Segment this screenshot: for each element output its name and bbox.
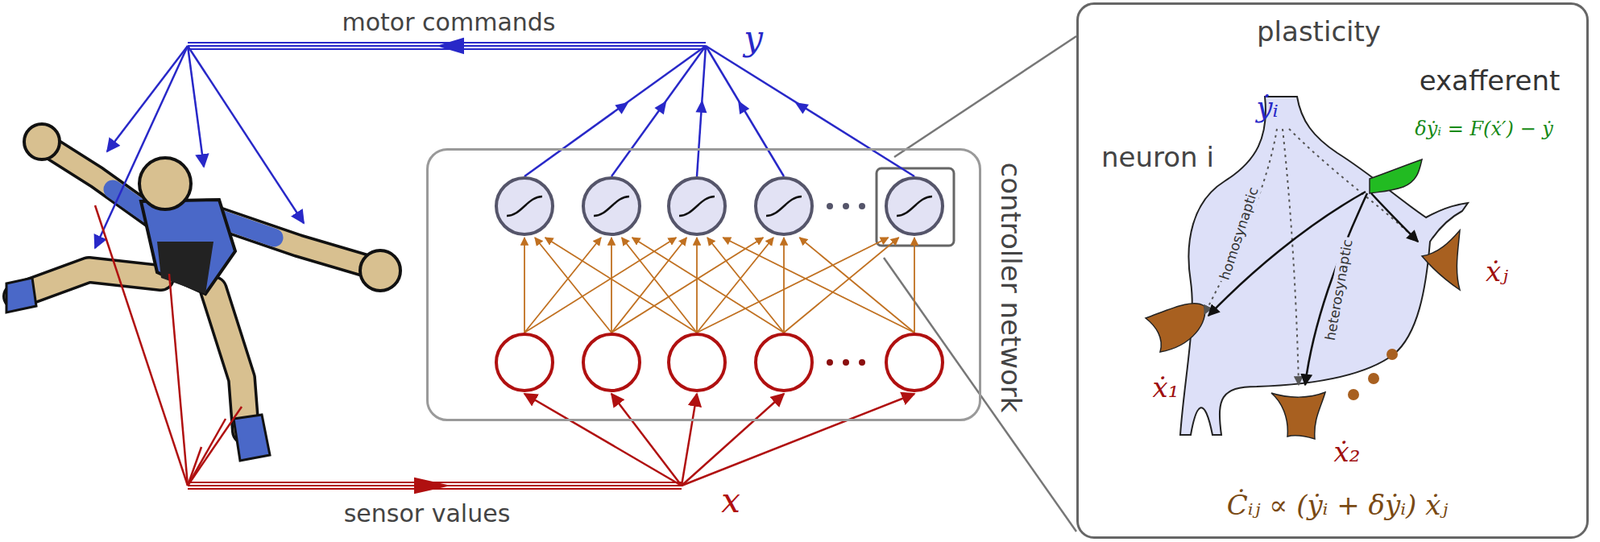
motor-bundle	[187, 38, 706, 54]
input-line	[681, 393, 915, 486]
sigmoid-neuron	[755, 178, 813, 235]
sensor-lines	[95, 205, 242, 486]
synapse-line	[621, 237, 697, 333]
ellipsis-dot	[842, 203, 850, 210]
input-neuron	[755, 334, 813, 391]
input-neuron	[886, 334, 943, 391]
motor-lines	[95, 45, 304, 249]
signal-name: ẋ₁	[1152, 373, 1180, 403]
synapse-line	[696, 237, 698, 333]
synapse-line	[524, 237, 602, 333]
input-line	[524, 393, 682, 486]
output-line	[524, 45, 706, 177]
robot-figure	[6, 124, 401, 461]
arrowhead	[791, 97, 809, 114]
input-neuron	[583, 334, 640, 391]
sigmoid-neuron	[886, 178, 943, 235]
ellipsis-dot	[826, 203, 834, 210]
signal-name: ẋ₂	[1334, 437, 1361, 468]
arrowhead	[695, 99, 708, 113]
synapse-line	[524, 237, 676, 333]
synapse-line	[632, 237, 784, 333]
input-neuron	[496, 334, 553, 391]
equation: Ċᵢⱼ ∝ (ẏᵢ + δẏᵢ) ẋⱼ	[1226, 490, 1449, 521]
synapse-line	[913, 237, 916, 333]
bundle-label: motor commands	[342, 8, 556, 36]
callout-label: neuron i	[1101, 142, 1215, 173]
synapse-line	[707, 237, 784, 333]
sigmoid-neuron	[668, 178, 726, 235]
input-neuron	[668, 334, 726, 391]
sigmoid-curve	[506, 196, 543, 216]
synapse-line	[534, 237, 612, 333]
synapse-line	[799, 237, 915, 333]
synapse-line	[783, 237, 785, 333]
sigmoid-neuron	[496, 178, 553, 235]
synapse-line	[545, 237, 697, 333]
synapse-line	[783, 237, 900, 333]
synapse-line	[610, 237, 613, 333]
zoom-square	[876, 168, 954, 246]
signal-name: ẏᵢ	[1255, 91, 1279, 124]
output-line	[705, 45, 784, 177]
sigmoid-curve	[766, 196, 802, 216]
ellipsis-dot	[858, 359, 866, 366]
input-line	[681, 393, 697, 486]
sigmoid-curve	[593, 196, 630, 216]
node-title: plasticity	[1256, 16, 1381, 47]
synapse-line	[722, 237, 915, 333]
ellipsis-dot	[826, 359, 834, 366]
arrowhead	[614, 97, 632, 115]
arrowhead	[654, 97, 672, 115]
sigmoid-curve	[896, 196, 933, 216]
ellipsis-dot	[858, 203, 866, 210]
sigmoid-neuron	[583, 178, 640, 235]
signal-name: x	[721, 482, 741, 520]
output-line	[611, 45, 706, 177]
callout-label: exafferent	[1419, 66, 1561, 96]
equation: δẏᵢ = F(ẋ′) − ẏ	[1414, 118, 1554, 140]
signal-name: y	[743, 20, 763, 58]
bundle-label: sensor values	[344, 500, 511, 527]
synapse-line	[523, 237, 526, 333]
synapse-line	[696, 237, 889, 333]
sigmoid-curve	[679, 196, 715, 216]
signal-name: ẋⱼ	[1485, 256, 1509, 287]
ellipsis-dot	[842, 359, 850, 366]
arrowhead	[733, 97, 750, 115]
output-line	[705, 45, 915, 177]
input-line	[611, 393, 682, 486]
synapse-line	[611, 237, 763, 333]
input-line	[681, 393, 784, 486]
sensor-bundle	[187, 478, 682, 494]
node-title: controller network	[994, 161, 1025, 413]
controller-box: controller network	[426, 148, 982, 422]
